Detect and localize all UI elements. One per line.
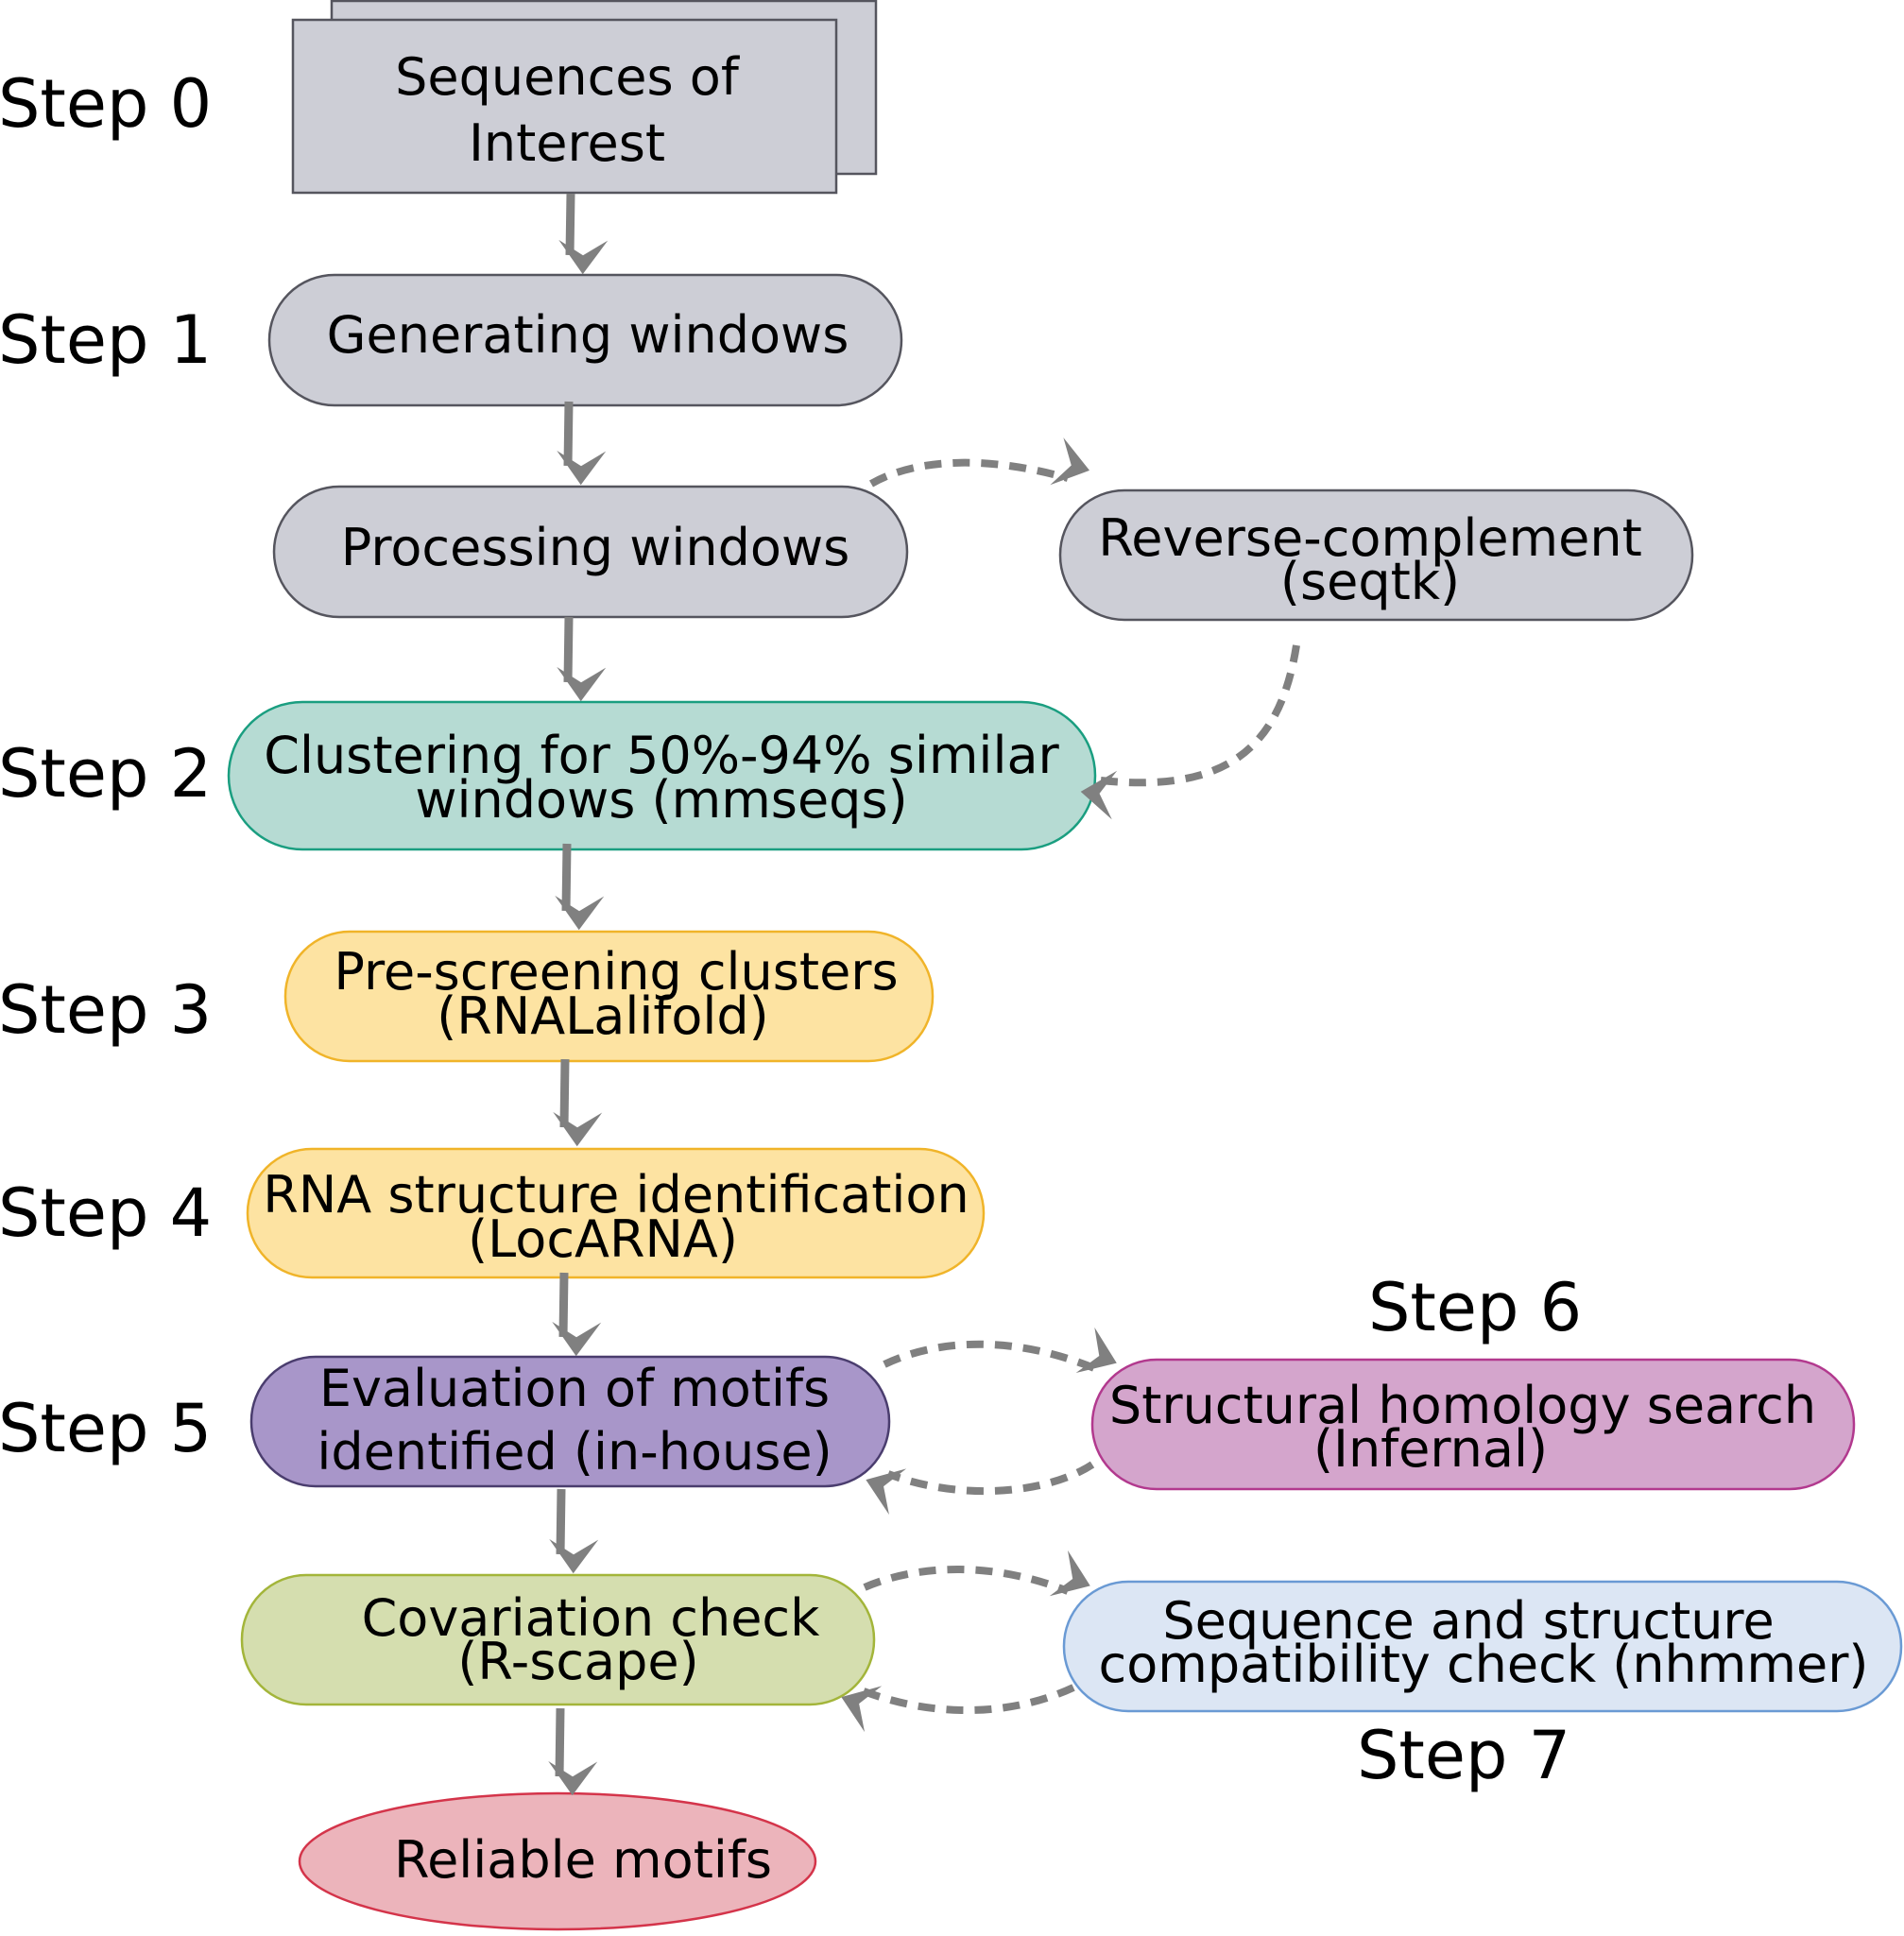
- structural-homology-label-line1: Structural homology search: [1109, 1376, 1816, 1435]
- step-2-label: Step 2: [0, 735, 212, 813]
- dashed-arrow-reverse-to-clustering: [1080, 644, 1300, 820]
- generating-windows-shape: [267, 273, 903, 407]
- prescreening-node: Pre-screening clusters (RNALalifold): [283, 930, 935, 1063]
- step-7-label: Step 7: [1357, 1717, 1570, 1794]
- dashed-arrow-processing-to-reverse: [868, 437, 1090, 488]
- evaluation-shape: [249, 1355, 891, 1488]
- compatibility-label-line2: compatibility check (nhmmer): [1099, 1635, 1869, 1694]
- clustering-label-line1: Clustering for 50%-94% similar: [264, 726, 1059, 785]
- arrow-generating-to-processing: [557, 401, 607, 486]
- processing-windows-node: Processing windows: [272, 485, 909, 619]
- sequences-of-interest-node: Sequences of Interest: [291, 0, 878, 195]
- compatibility-shape: [1062, 1580, 1903, 1713]
- generating-windows-label: Generating windows: [327, 305, 849, 365]
- arrow-evaluation-to-covariation: [549, 1488, 599, 1574]
- sequences-label-line2: Interest: [469, 113, 665, 173]
- reverse-complement-node: Reverse-complement (seqtk): [1058, 488, 1694, 622]
- sequences-label-line1: Sequences of: [395, 47, 741, 107]
- prescreening-label-line1: Pre-screening clusters: [334, 942, 898, 1002]
- structural-homology-label-line2: (Infernal): [1313, 1419, 1548, 1479]
- dashed-arrow-evaluation-to-structural: [883, 1327, 1117, 1374]
- processing-windows-shape: [272, 485, 909, 619]
- rna-structure-node: RNA structure identification (LocARNA): [246, 1147, 986, 1279]
- evaluation-node: Evaluation of motifs identified (in-hous…: [249, 1355, 891, 1488]
- reverse-complement-label-line1: Reverse-complement: [1098, 508, 1642, 568]
- dashed-arrow-covariation-to-compatibility: [863, 1550, 1090, 1597]
- arrow-covariation-to-reliable: [548, 1707, 598, 1796]
- arrow-sequences-to-generating: [558, 193, 609, 275]
- prescreening-shape: [283, 930, 935, 1063]
- clustering-label-line2: windows (mmseqs): [415, 770, 907, 830]
- rna-structure-label-line2: (LocARNA): [468, 1209, 738, 1269]
- compatibility-node: Sequence and structure compatibility che…: [1062, 1580, 1903, 1713]
- step-6-label: Step 6: [1368, 1269, 1582, 1346]
- prescreening-label-line2: (RNALalifold): [437, 986, 769, 1046]
- structural-homology-shape: [1090, 1358, 1856, 1491]
- arrow-prescreening-to-rnastructure: [553, 1058, 603, 1147]
- structural-homology-node: Structural homology search (Infernal): [1090, 1358, 1856, 1491]
- step-0-label: Step 0: [0, 65, 212, 143]
- covariation-label-line1: Covariation check: [362, 1588, 821, 1648]
- rna-structure-shape: [246, 1147, 986, 1279]
- evaluation-label-line2: identified (in-house): [317, 1422, 832, 1482]
- reverse-complement-label-line2: (seqtk): [1280, 552, 1460, 611]
- processing-windows-label: Processing windows: [341, 518, 850, 577]
- dashed-arrows: [841, 437, 1300, 1733]
- rna-structure-label-line1: RNA structure identification: [263, 1165, 969, 1225]
- step-5-label: Step 5: [0, 1390, 212, 1467]
- covariation-shape: [240, 1573, 876, 1706]
- clustering-node: Clustering for 50%-94% similar windows (…: [227, 700, 1097, 851]
- step-1-label: Step 1: [0, 301, 212, 379]
- step-4-label: Step 4: [0, 1174, 212, 1252]
- step-3-label: Step 3: [0, 971, 212, 1049]
- reliable-motifs-node: Reliable motifs: [298, 1791, 817, 1931]
- evaluation-label-line1: Evaluation of motifs: [319, 1359, 830, 1418]
- generating-windows-node: Generating windows: [267, 273, 903, 407]
- arrow-clustering-to-prescreening: [555, 843, 605, 931]
- arrow-rnastructure-to-evaluation: [552, 1272, 602, 1357]
- dashed-arrow-compatibility-to-covariation: [841, 1684, 1075, 1733]
- sequences-front-sheet: [291, 18, 838, 195]
- covariation-label-line2: (R-scape): [457, 1632, 698, 1691]
- covariation-node: Covariation check (R-scape): [240, 1573, 876, 1706]
- compatibility-label-line1: Sequence and structure: [1162, 1591, 1774, 1651]
- solid-arrows: [548, 193, 609, 1796]
- dashed-arrow-structural-to-evaluation: [866, 1461, 1095, 1516]
- reliable-motifs-label: Reliable motifs: [394, 1830, 772, 1890]
- reverse-complement-shape: [1058, 488, 1694, 622]
- arrow-processing-to-clustering: [557, 616, 607, 702]
